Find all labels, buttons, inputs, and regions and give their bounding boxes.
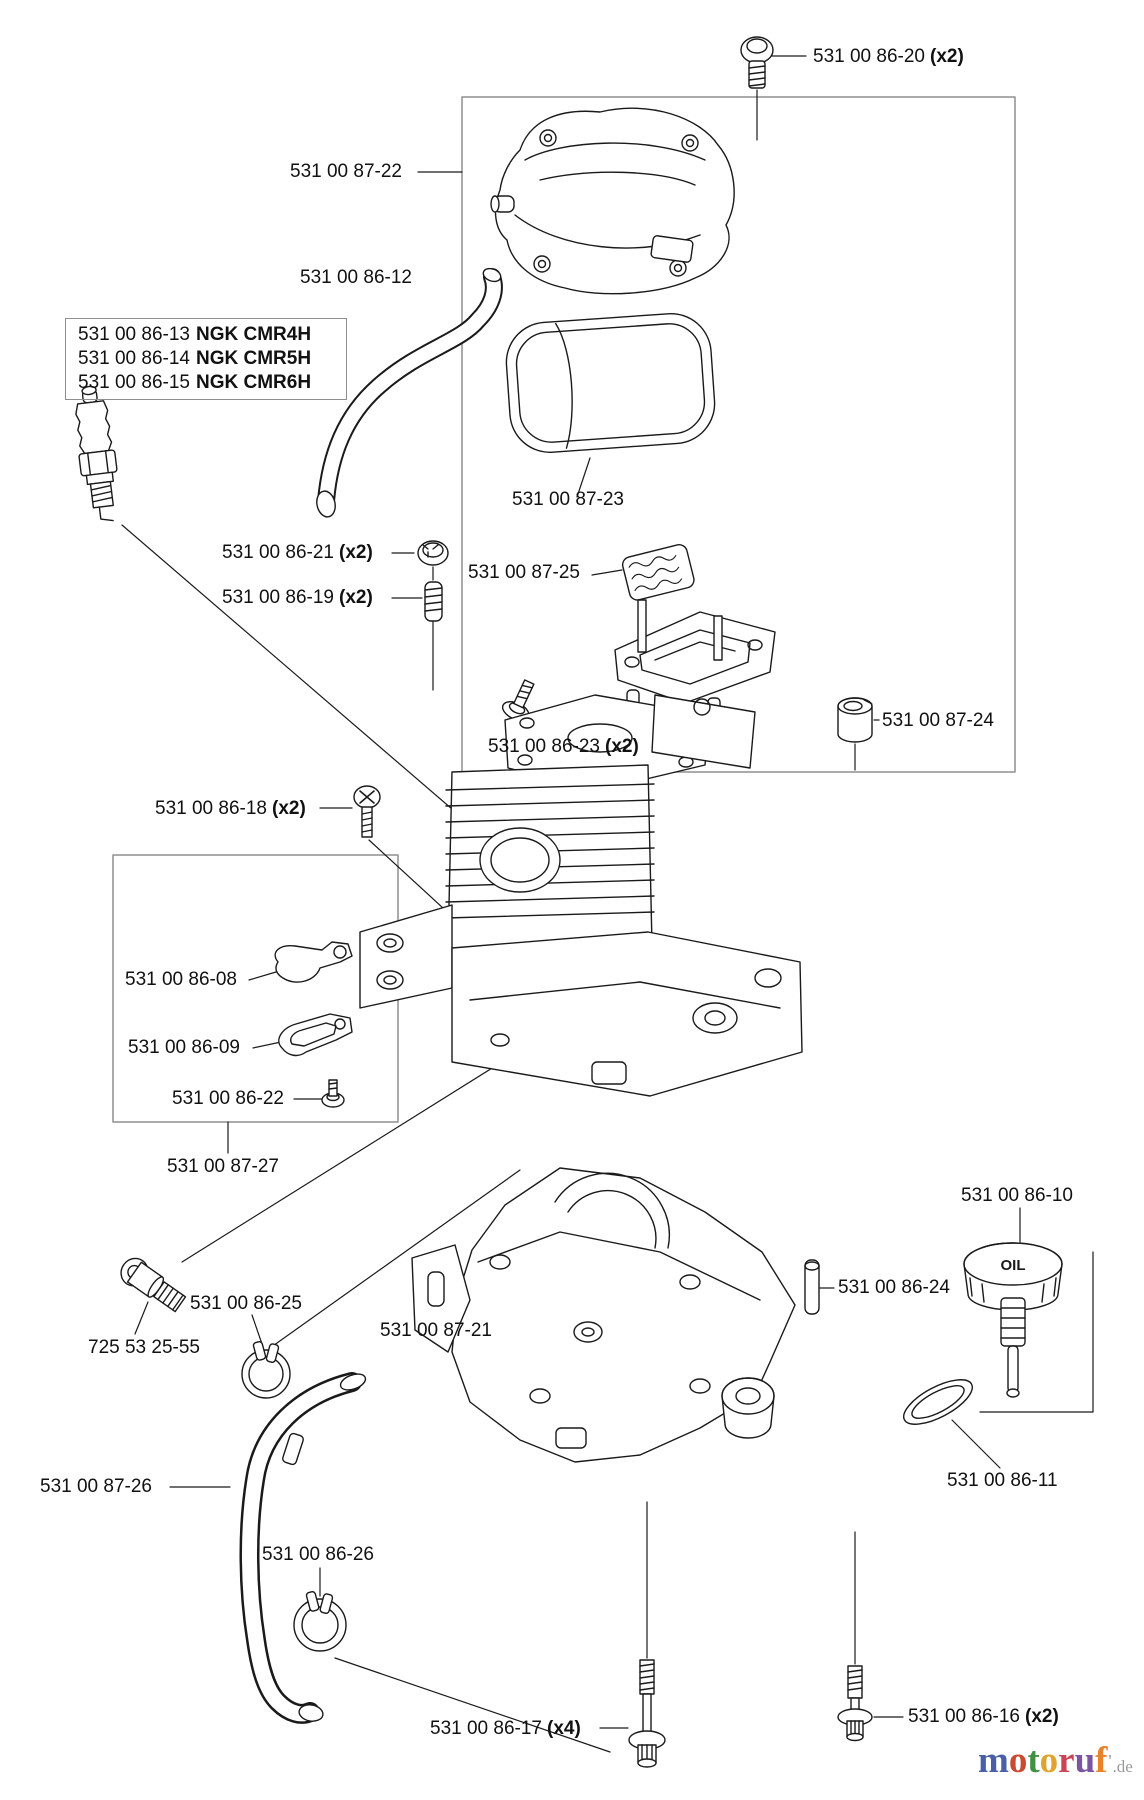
screw-86-18 bbox=[353, 785, 381, 838]
label-86-19: 531 00 86-19(x2) bbox=[222, 587, 373, 608]
lower-crankcase bbox=[411, 1167, 796, 1463]
label-86-21: 531 00 86-21(x2) bbox=[222, 542, 373, 563]
sealing-washer bbox=[903, 1379, 973, 1425]
label-86-10: 531 00 86-10 bbox=[961, 1185, 1073, 1206]
label-86-22: 531 00 86-22 bbox=[172, 1088, 284, 1109]
logo-letter: t bbox=[1027, 1740, 1040, 1781]
breather-gasket bbox=[621, 543, 695, 601]
label-87-27: 531 00 87-27 bbox=[167, 1156, 279, 1177]
label-87-24: 531 00 87-24 bbox=[882, 710, 994, 731]
logo-domain-suffix: .de bbox=[1112, 1757, 1133, 1776]
label-86-24: 531 00 86-24 bbox=[838, 1277, 950, 1298]
screw-86-22 bbox=[321, 1079, 345, 1108]
gasket-86-09 bbox=[278, 1013, 353, 1057]
bolt-86-16 bbox=[837, 1665, 873, 1742]
label-86-23: 531 00 86-23(x2) bbox=[488, 736, 639, 757]
hose-clamp-86-26 bbox=[293, 1590, 347, 1652]
label-86-20: 531 00 86-20(x2) bbox=[813, 46, 964, 67]
label-87-21: 531 00 87-21 bbox=[380, 1320, 492, 1341]
long-bolt-86-17 bbox=[628, 1659, 666, 1768]
logo-letter: m bbox=[978, 1740, 1009, 1781]
label-86-09: 531 00 86-09 bbox=[128, 1037, 240, 1058]
label-86-18: 531 00 86-18(x2) bbox=[155, 798, 306, 819]
label-86-17: 531 00 86-17(x4) bbox=[430, 1718, 581, 1739]
hose-clamp-86-25 bbox=[241, 1340, 291, 1399]
label-86-25: 531 00 86-25 bbox=[190, 1293, 302, 1314]
cylinder-head-cover bbox=[490, 107, 735, 295]
motoruf-watermark-logo[interactable]: motoruf'.de bbox=[978, 1742, 1133, 1786]
logo-letter: o bbox=[1008, 1740, 1028, 1781]
dowel-pin bbox=[804, 1259, 820, 1315]
socket-bolt-725 bbox=[120, 1257, 187, 1313]
oil-cap-dipstick bbox=[963, 1242, 1063, 1398]
logo-letter: o bbox=[1039, 1740, 1059, 1781]
oil-cap-text: OIL bbox=[1001, 1257, 1026, 1274]
cylinder-assembly bbox=[359, 694, 803, 1097]
stud-86-19 bbox=[424, 581, 443, 622]
flange-screw-86-20 bbox=[740, 36, 774, 89]
vent-hose bbox=[316, 267, 503, 518]
gasket-86-08 bbox=[274, 941, 353, 983]
bushing-87-24 bbox=[837, 697, 873, 743]
label-86-08: 531 00 86-08 bbox=[125, 969, 237, 990]
label-87-22: 531 00 87-22 bbox=[290, 161, 402, 182]
spark-plug bbox=[75, 385, 118, 522]
logo-letter: f bbox=[1095, 1740, 1108, 1781]
head-cover-gasket bbox=[505, 312, 716, 453]
nut-86-21 bbox=[417, 540, 449, 566]
label-86-12: 531 00 86-12 bbox=[300, 267, 412, 288]
fuel-pipe bbox=[239, 1372, 367, 1724]
label-87-23: 531 00 87-23 bbox=[512, 489, 624, 510]
label-86-16: 531 00 86-16(x2) bbox=[908, 1706, 1059, 1727]
label-87-26: 531 00 87-26 bbox=[40, 1476, 152, 1497]
logo-letter: r bbox=[1058, 1740, 1075, 1781]
label-87-25: 531 00 87-25 bbox=[468, 562, 580, 583]
assembly-group-box-top bbox=[461, 96, 1016, 773]
label-86-11: 531 00 86-11 bbox=[947, 1470, 1058, 1491]
label-86-26: 531 00 86-26 bbox=[262, 1544, 374, 1565]
logo-tick: ' bbox=[1107, 1751, 1113, 1771]
label-725-53-25-55: 725 53 25-55 bbox=[88, 1337, 200, 1358]
logo-letter: u bbox=[1074, 1740, 1096, 1781]
